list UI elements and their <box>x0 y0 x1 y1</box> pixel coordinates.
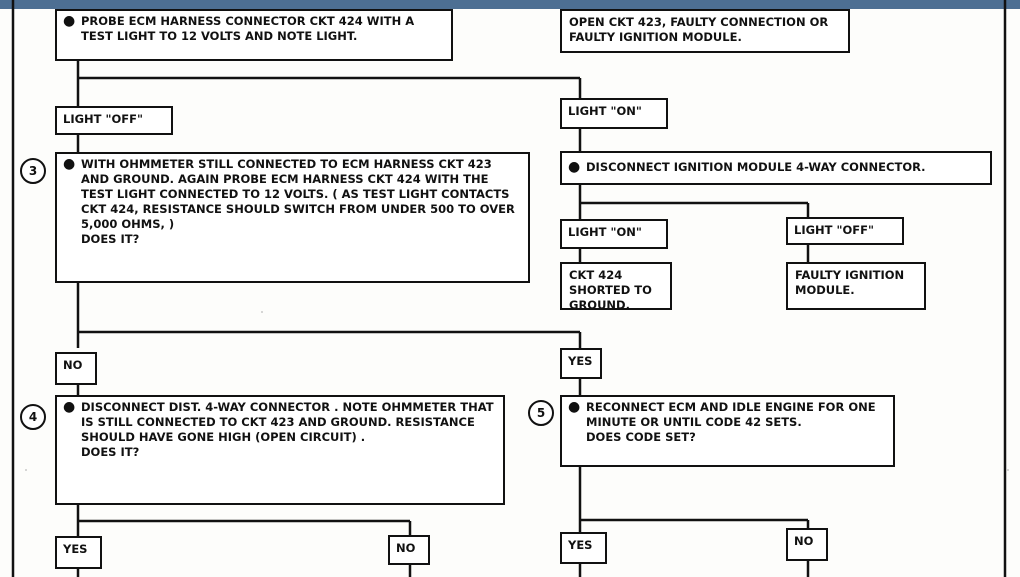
step-3-text: WITH OHMMETER STILL CONNECTED TO ECM HAR… <box>81 157 515 231</box>
probe-instruction-text: PROBE ECM HARNESS CONNECTOR CKT 424 WITH… <box>81 14 415 43</box>
disconnect-ignition-module-box: ● DISCONNECT IGNITION MODULE 4-WAY CONNE… <box>560 151 992 185</box>
bullet-icon: ● <box>568 159 581 175</box>
disconnect-ignition-module-text: DISCONNECT IGNITION MODULE 4-WAY CONNECT… <box>586 160 926 174</box>
step-4-question: DOES IT? <box>81 445 140 459</box>
light-on-label-2: LIGHT "ON" <box>560 219 668 249</box>
step-5-marker: 5 <box>528 400 554 426</box>
no-label-step-5: NO <box>786 528 828 561</box>
no-label-step-4: NO <box>388 535 430 565</box>
light-off-label: LIGHT "OFF" <box>55 106 173 135</box>
ckt-shorted-result-text: CKT 424 SHORTED TO GROUND. <box>569 268 652 312</box>
step-5-question: DOES CODE SET? <box>586 430 696 444</box>
bullet-icon: ● <box>568 399 581 415</box>
yes-label-step-4: YES <box>55 536 102 569</box>
step-3-box: ● WITH OHMMETER STILL CONNECTED TO ECM H… <box>55 152 530 283</box>
ckt-shorted-result-box: CKT 424 SHORTED TO GROUND. <box>560 262 672 312</box>
faulty-ignition-module-box: FAULTY IGNITION MODULE. <box>786 262 926 310</box>
step-3-marker: 3 <box>20 158 46 184</box>
no-label: NO <box>55 352 97 385</box>
bullet-icon: ● <box>63 156 76 172</box>
light-on-label: LIGHT "ON" <box>560 98 668 129</box>
step-5-box: ● RECONNECT ECM AND IDLE ENGINE FOR ONE … <box>560 395 895 467</box>
open-ckt-result-box: OPEN CKT 423, FAULTY CONNECTION OR FAULT… <box>560 9 850 53</box>
faulty-ignition-module-text: FAULTY IGNITION MODULE. <box>795 268 905 297</box>
window-top-bar <box>0 0 1020 9</box>
step-5-text: RECONNECT ECM AND IDLE ENGINE FOR ONE MI… <box>586 400 876 429</box>
yes-label-step-5: YES <box>560 532 607 564</box>
step-3-question: DOES IT? <box>81 232 140 246</box>
probe-instruction-box: ● PROBE ECM HARNESS CONNECTOR CKT 424 WI… <box>55 9 453 61</box>
step-4-marker: 4 <box>20 404 46 430</box>
yes-label: YES <box>560 348 602 379</box>
bullet-icon: ● <box>63 399 76 415</box>
open-ckt-result-text: OPEN CKT 423, FAULTY CONNECTION OR FAULT… <box>569 15 829 44</box>
step-4-box: ● DISCONNECT DIST. 4-WAY CONNECTOR . NOT… <box>55 395 505 505</box>
light-off-label-2: LIGHT "OFF" <box>786 217 904 245</box>
bullet-icon: ● <box>63 13 76 29</box>
step-4-text: DISCONNECT DIST. 4-WAY CONNECTOR . NOTE … <box>81 400 494 444</box>
